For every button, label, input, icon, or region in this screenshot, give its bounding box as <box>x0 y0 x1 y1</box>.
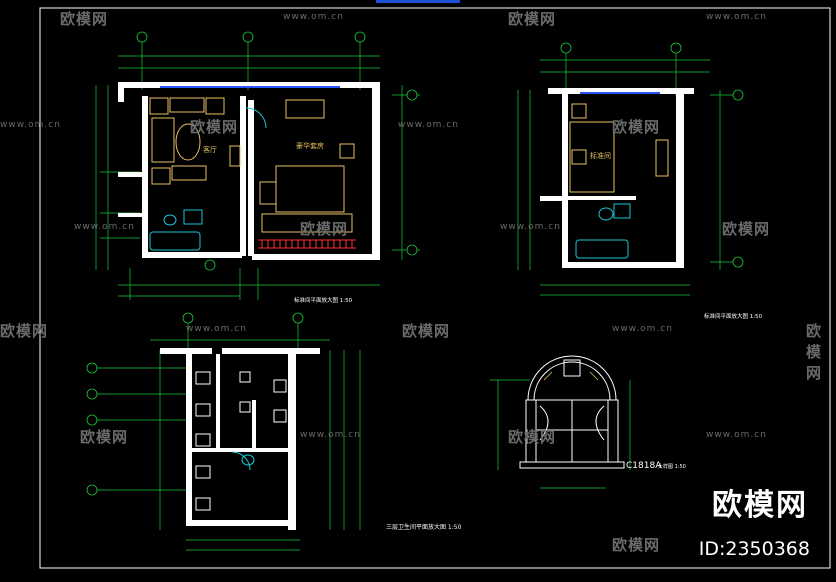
watermark-logo: 欧模网 <box>0 322 49 340</box>
brand-name: 欧模网 <box>712 488 808 523</box>
watermark-logo: 欧模网 <box>722 220 771 238</box>
window-scale: 大样图 1:50 <box>658 463 686 470</box>
watermark-url: www.om.cn <box>0 120 61 130</box>
watermark-url: www.om.cn <box>706 12 767 22</box>
plan-washroom <box>86 312 361 551</box>
image-id: ID:2350368 <box>698 538 810 560</box>
watermark-logo: 欧模网 <box>60 10 109 28</box>
watermark-url: www.om.cn <box>300 430 361 440</box>
watermark-url: www.om.cn <box>74 222 135 232</box>
watermark-url: www.om.cn <box>500 222 561 232</box>
window-title: C1818A <box>626 461 662 471</box>
drawing-frame <box>39 7 831 569</box>
watermark-logo: 欧模网 <box>508 428 557 446</box>
watermark-url: www.om.cn <box>398 120 459 130</box>
plan2-title: 标准间平面放大图 1:50 <box>704 312 763 320</box>
plan3-title: 三层卫生间平面放大图 1:50 <box>386 523 462 531</box>
watermark-logo: 欧模网 <box>508 10 557 28</box>
watermark-logo: 欧模网 <box>612 118 661 136</box>
watermark-url: www.om.cn <box>706 430 767 440</box>
plan1-title: 标准间平面放大图 1:50 <box>294 296 353 304</box>
top-accent-bar <box>376 0 460 3</box>
watermark-url: www.om.cn <box>186 324 247 334</box>
watermark-url: www.om.cn <box>283 12 344 22</box>
plan-standard-room <box>517 42 744 296</box>
watermark-logo: 欧模网 <box>612 536 661 554</box>
window-elevation <box>490 355 631 489</box>
plan-suite <box>95 31 420 300</box>
watermark-logo: 欧模网 <box>80 428 129 446</box>
watermark-logo: 欧模网 <box>806 322 823 382</box>
watermark-url: www.om.cn <box>612 324 673 334</box>
watermark-logo: 欧模网 <box>190 118 239 136</box>
room-bedroom: 标准间 <box>590 151 611 160</box>
room-living: 客厅 <box>203 145 217 154</box>
watermark-logo: 欧模网 <box>300 220 349 238</box>
room-suite: 豪华套房 <box>296 141 324 150</box>
watermark-logo: 欧模网 <box>402 322 451 340</box>
